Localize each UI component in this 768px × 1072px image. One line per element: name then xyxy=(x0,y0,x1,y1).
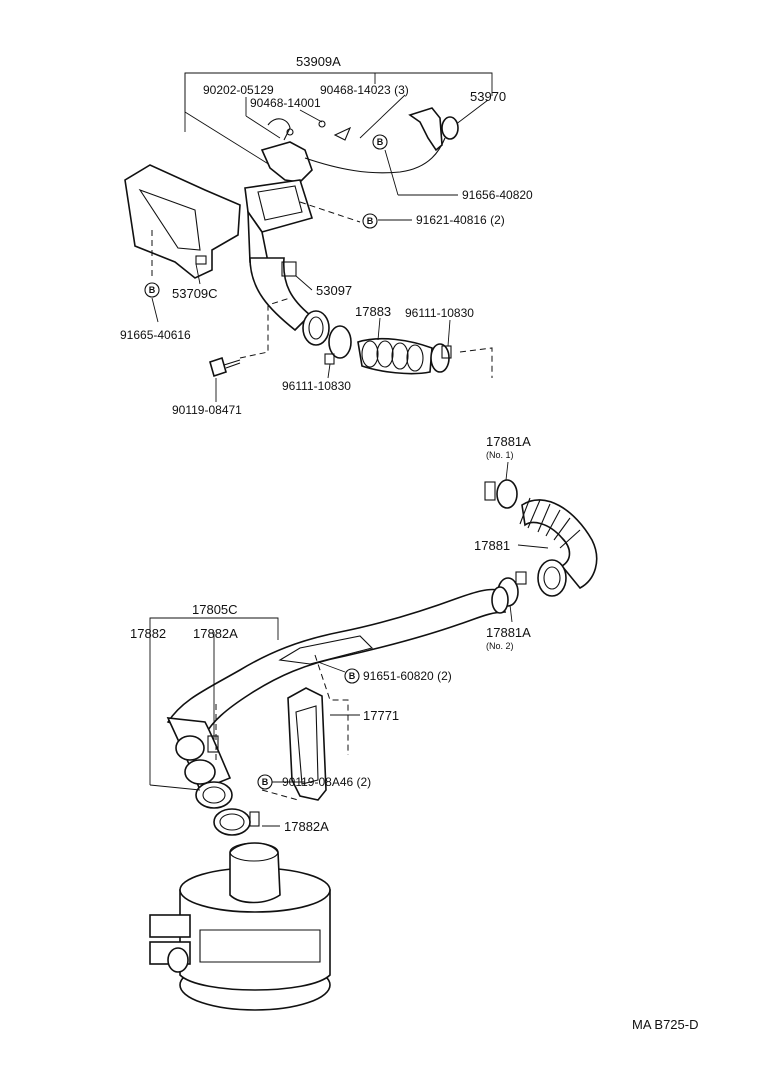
leaders-top xyxy=(151,149,458,402)
label-91656-40820: 91656-40820 xyxy=(462,188,533,202)
label-91621-40816: 91621-40816 (2) xyxy=(416,213,505,227)
bolt-marker-3: B xyxy=(144,282,160,298)
leaders-middle xyxy=(262,461,549,827)
bolt-marker-5: B xyxy=(257,774,273,790)
bolt-marker-4: B xyxy=(344,668,360,684)
label-91651-60820: 91651-60820 (2) xyxy=(363,669,452,683)
svg-text:B: B xyxy=(377,137,384,147)
label-17883: 17883 xyxy=(355,304,391,319)
label-17881a-no1: 17881A xyxy=(486,434,531,449)
hose-17881 xyxy=(484,479,598,607)
label-no1: (No. 1) xyxy=(486,450,514,460)
svg-text:B: B xyxy=(262,777,269,787)
accelerator-link-assembly xyxy=(260,107,459,183)
hose-17883 xyxy=(324,325,452,375)
bracket-17771 xyxy=(287,687,327,801)
bolt-marker-1: B xyxy=(372,134,388,150)
label-96111-10830-a: 96111-10830 xyxy=(405,306,474,320)
label-17882a-top: 17882A xyxy=(193,626,238,641)
heat-shield-53709c xyxy=(124,164,241,279)
bolt-90119-08471 xyxy=(209,356,241,378)
label-17881: 17881 xyxy=(474,538,510,553)
label-53909a: 53909A xyxy=(296,54,341,69)
label-91665-40616: 91665-40616 xyxy=(120,328,191,342)
label-17882a-bottom: 17882A xyxy=(284,819,329,834)
label-no2: (No. 2) xyxy=(486,641,514,651)
label-53970: 53970 xyxy=(470,89,506,104)
svg-text:B: B xyxy=(349,671,356,681)
intake-duct-53097 xyxy=(249,257,330,346)
label-90119-08471: 90119-08471 xyxy=(172,403,242,417)
label-17771: 17771 xyxy=(363,708,399,723)
label-90202-05129: 90202-05129 xyxy=(203,83,274,97)
label-17805c: 17805C xyxy=(192,602,238,617)
air-cleaner-body xyxy=(149,842,331,1011)
label-96111-10830-b: 96111-10830 xyxy=(282,379,351,393)
elbow-hose-17882 xyxy=(166,717,233,809)
footer-code: MA B725-D xyxy=(632,1017,698,1032)
bracket-17805c xyxy=(149,617,279,791)
label-90468-14023: 90468-14023 (3) xyxy=(320,83,409,97)
clamp-17882a-lower xyxy=(213,808,260,836)
label-53097: 53097 xyxy=(316,283,352,298)
label-17881a-no2: 17881A xyxy=(486,625,531,640)
label-90119-08a46: 90119-08A46 (2) xyxy=(282,775,371,789)
label-53709c: 53709C xyxy=(172,286,218,301)
svg-text:B: B xyxy=(149,285,156,295)
label-90468-14001: 90468-14001 xyxy=(250,96,321,110)
bolt-marker-2: B xyxy=(362,213,378,229)
label-17882: 17882 xyxy=(130,626,166,641)
intake-connector xyxy=(244,179,314,263)
bracket-53909a xyxy=(184,72,493,166)
svg-text:B: B xyxy=(367,216,374,226)
intake-pipe-17805c xyxy=(166,586,509,736)
